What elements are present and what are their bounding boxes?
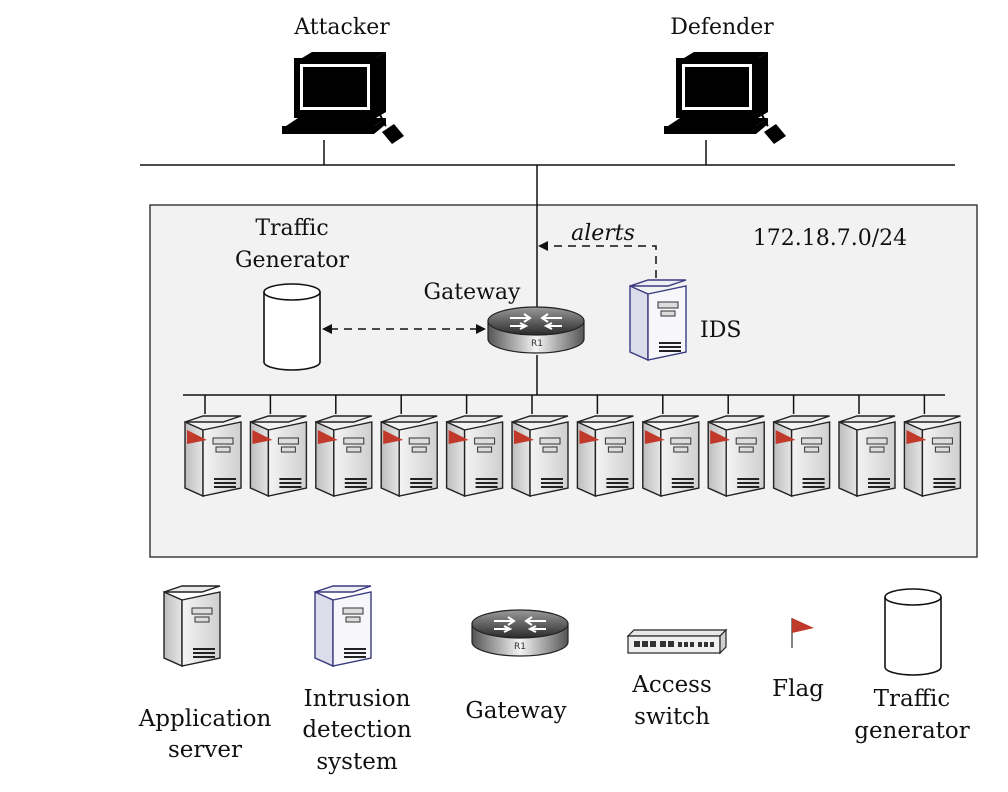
application-server-icon <box>642 415 700 497</box>
legend-gateway-router-tag: R1 <box>514 642 526 652</box>
legend-gateway-label: Gateway <box>465 698 566 724</box>
application-server-icon <box>576 415 635 497</box>
legend-access-switch-icon <box>626 628 728 655</box>
flag-icon <box>448 430 469 444</box>
application-server-icon <box>184 415 242 497</box>
legend-ids-line3: system <box>316 749 397 775</box>
traffic-generator-label-line1: Traffic <box>255 216 328 241</box>
application-server-1[interactable] <box>184 395 242 497</box>
application-server-11[interactable] <box>838 395 896 497</box>
application-server-3[interactable] <box>315 395 373 497</box>
alerts-label: alerts <box>571 221 635 246</box>
flag-icon <box>514 430 534 444</box>
gateway-router-tag: R1 <box>531 339 543 349</box>
traffic-generator-label-line2: Generator <box>235 248 350 273</box>
application-server-icon <box>315 415 373 497</box>
legend-application-server-icon <box>163 585 221 667</box>
legend-application-server-line2: server <box>168 737 242 763</box>
subnet-label: 172.18.7.0/24 <box>753 226 907 251</box>
application-server-icon <box>380 415 438 497</box>
flag-icon <box>644 430 665 444</box>
flag-icon <box>187 430 207 444</box>
application-server-10[interactable] <box>772 395 831 497</box>
internal-network-panel <box>149 204 978 558</box>
defender-computer-icon[interactable] <box>663 51 787 145</box>
flag-icon <box>710 430 731 444</box>
legend-access-switch-line2: switch <box>634 704 710 730</box>
attacker-label: Attacker <box>293 15 390 40</box>
attacker-computer-icon[interactable] <box>281 51 405 145</box>
legend-ids-icon <box>314 585 372 667</box>
application-server-icon <box>511 415 569 497</box>
application-server-5[interactable] <box>445 395 504 497</box>
gateway-label: Gateway <box>424 280 521 305</box>
application-server-icon <box>838 415 896 497</box>
application-server-9[interactable] <box>707 395 765 497</box>
flag-icon <box>252 430 273 444</box>
defender-label: Defender <box>670 15 774 40</box>
legend-flag-label: Flag <box>772 676 824 702</box>
application-server-12[interactable] <box>903 395 962 497</box>
application-server-icon <box>707 415 765 497</box>
application-server-2[interactable] <box>249 395 308 497</box>
flag-icon <box>317 430 338 444</box>
application-server-icon <box>772 415 831 497</box>
flag-icon <box>383 430 404 444</box>
legend-traffic-generator-line2: generator <box>854 718 970 744</box>
application-server-7[interactable] <box>576 395 635 497</box>
application-server-6[interactable] <box>511 395 569 497</box>
application-server-8[interactable] <box>642 395 700 497</box>
flag-icon <box>775 430 796 444</box>
legend-access-switch-line1: Access <box>631 672 712 698</box>
legend-ids-line2: detection <box>302 717 412 743</box>
alerts-arrow-line <box>546 245 657 278</box>
traffic-generator-icon[interactable] <box>263 283 321 371</box>
legend-application-server-line1: Application <box>138 706 272 732</box>
legend-ids-line1: Intrusion <box>304 686 411 712</box>
ids-label: IDS <box>700 318 741 343</box>
legend-traffic-generator-icon <box>884 588 942 676</box>
application-server-icon <box>903 415 962 497</box>
ids-icon[interactable] <box>629 279 687 361</box>
flag-icon <box>579 430 600 444</box>
application-server-icon <box>445 415 504 497</box>
application-server-icon <box>249 415 308 497</box>
flag-icon <box>906 430 927 444</box>
server-row <box>184 395 962 497</box>
legend-flag-icon <box>791 618 814 648</box>
application-server-4[interactable] <box>380 395 438 497</box>
legend-traffic-generator-line1: Traffic <box>874 686 951 712</box>
